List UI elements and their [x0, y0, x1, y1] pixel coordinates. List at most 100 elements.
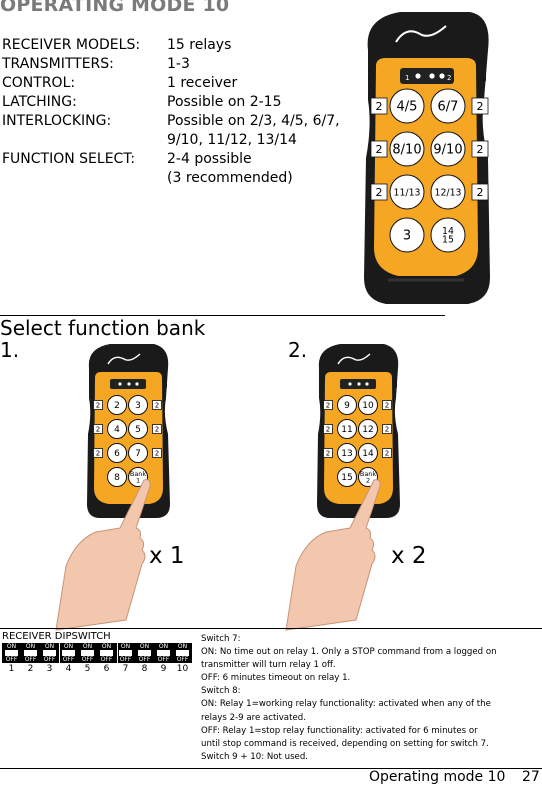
dip-off-label: OFF — [43, 656, 56, 663]
spec-label: CONTROL: — [2, 75, 76, 91]
spec-value: Possible on 2-15 — [167, 94, 282, 110]
led-indicator — [118, 382, 122, 386]
button-label: 14 — [362, 449, 374, 459]
led-indicator — [127, 382, 131, 386]
spec-row: INTERLOCKING:Possible on 2/3, 4/5, 6/7, — [2, 112, 362, 131]
button-label: 6/7 — [438, 100, 459, 115]
led-label-1: 1 — [405, 74, 409, 82]
latch-badge-label: 2 — [96, 401, 100, 409]
dip-off-label: OFF — [176, 656, 189, 663]
button-label: 13 — [341, 449, 352, 459]
dipswitch-toggle: ON OFF — [173, 643, 192, 663]
page-title: OPERATING MODE 10 — [0, 0, 230, 16]
button-label: 2 — [114, 401, 120, 411]
remote-button — [389, 174, 425, 210]
remote-button — [430, 174, 466, 210]
spec-row: TRANSMITTERS: 1-3 — [2, 55, 362, 74]
led-indicator — [439, 73, 445, 79]
spec-label: TRANSMITTERS: — [2, 56, 114, 72]
switch-text-line: ON: No time out on relay 1. Only a STOP … — [201, 647, 497, 658]
latch-badge-label: 2 — [376, 100, 383, 113]
latch-badge-label: 2 — [96, 449, 100, 457]
led-label-2: 2 — [447, 74, 451, 82]
remote-button — [128, 395, 148, 415]
dip-on-label: ON — [82, 643, 93, 650]
dip-on-label: ON — [177, 643, 188, 650]
dip-number: 2 — [27, 664, 34, 674]
button-label: 2 — [366, 476, 370, 484]
hand-icon — [285, 479, 381, 631]
latch-badge — [370, 97, 388, 115]
button-label: 6 — [114, 449, 120, 459]
dip-number: 10 — [176, 664, 189, 674]
button-label: Bank — [360, 470, 377, 478]
spec-row: FUNCTION SELECT:2-4 possible — [2, 150, 362, 169]
latch-badge — [382, 424, 392, 434]
footer-title: Operating mode 10 — [369, 769, 506, 785]
latch-badge — [323, 400, 333, 410]
dip-on-label: ON — [120, 643, 131, 650]
switch-text-line: relays 2-9 are activated. — [201, 712, 306, 723]
spec-value: (3 recommended) — [167, 170, 293, 186]
switch-text-line: until stop command is received, dependin… — [201, 738, 489, 749]
dip-on-label: ON — [6, 643, 17, 650]
led-indicator — [415, 73, 421, 79]
dip-off-label: OFF — [100, 656, 113, 663]
switch-text-line: transmitter will turn relay 1 off. — [201, 660, 336, 671]
latch-badge — [370, 183, 388, 201]
spec-row: CONTROL:1 receiver — [2, 74, 362, 93]
spec-label: LATCHING: — [2, 94, 77, 110]
latch-badge-label: 2 — [326, 401, 330, 409]
dip-off-label: OFF — [62, 656, 75, 663]
dip-knob — [119, 650, 132, 656]
dip-knob — [157, 650, 170, 656]
latch-badge — [382, 448, 392, 458]
dip-knob — [43, 650, 56, 656]
button-label: 12/13 — [435, 187, 462, 198]
led-indicator — [348, 382, 352, 386]
latch-badge-label: 2 — [326, 425, 330, 433]
dip-number: 8 — [141, 664, 148, 674]
remote-button — [358, 443, 378, 463]
switch-text-line: OFF: 6 minutes timeout on relay 1. — [201, 673, 351, 684]
dipswitch-toggle: ON OFF — [78, 643, 97, 663]
remote-button — [107, 443, 127, 463]
spec-label — [2, 131, 167, 150]
remote-button — [358, 419, 378, 439]
dip-off-label: OFF — [81, 656, 94, 663]
remote-button — [107, 395, 127, 415]
spec-label: FUNCTION SELECT: — [2, 151, 136, 167]
remote-button — [128, 443, 148, 463]
dip-knob — [5, 650, 18, 656]
latch-badge-label: 2 — [376, 186, 383, 199]
dip-number: 6 — [103, 664, 110, 674]
spec-row: 9/10, 11/12, 13/14 — [2, 131, 362, 150]
dip-number: 1 — [8, 664, 15, 674]
dip-knob — [176, 650, 189, 656]
dip-off-label: OFF — [138, 656, 151, 663]
dipswitch-block — [118, 643, 192, 663]
step-1-label: 1. — [0, 338, 20, 362]
spec-value: 1-3 — [167, 56, 190, 72]
pointing-hand-2 — [285, 479, 381, 631]
button-label: 14 — [442, 226, 454, 237]
latch-badge-label: 2 — [155, 401, 159, 409]
button-label: 10 — [362, 401, 374, 411]
dip-on-label: ON — [44, 643, 55, 650]
press-count-2: x 2 — [391, 543, 427, 569]
spec-row: (3 recommended) — [2, 169, 362, 188]
latch-badge — [323, 448, 333, 458]
latch-badge-label: 2 — [385, 449, 389, 457]
remote-button — [430, 88, 466, 124]
latch-badge-label: 2 — [477, 186, 484, 199]
latch-badge-label: 2 — [155, 449, 159, 457]
button-label: 11 — [341, 425, 352, 435]
latch-badge-label: 2 — [155, 425, 159, 433]
select-bank-title: Select function bank — [0, 316, 206, 340]
button-label: 15 — [341, 473, 352, 483]
dip-off-label: OFF — [24, 656, 37, 663]
